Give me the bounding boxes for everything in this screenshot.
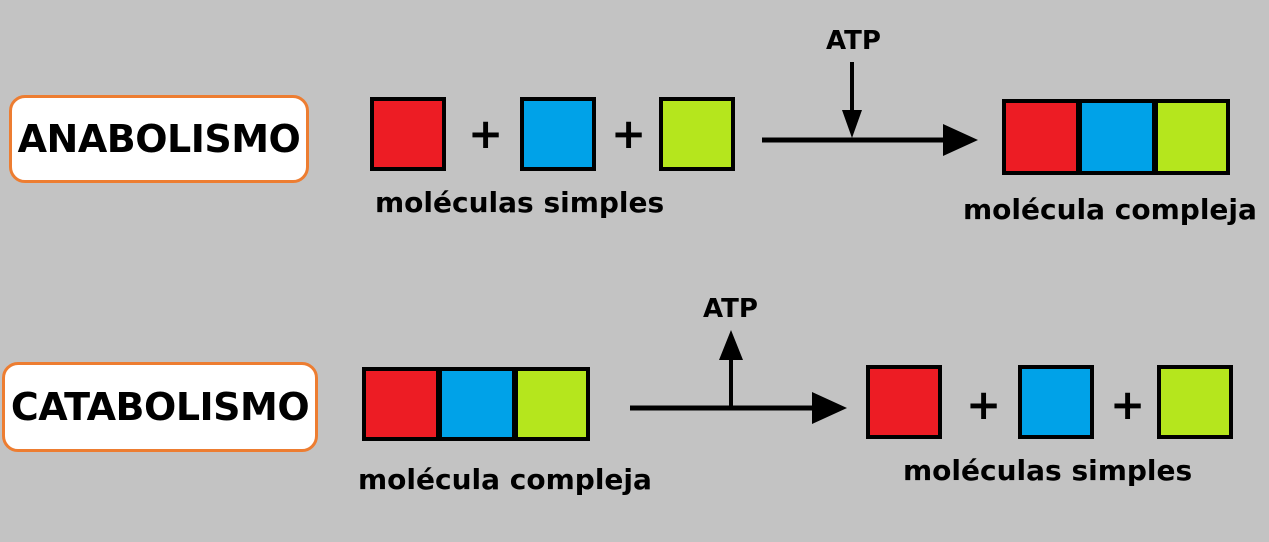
catabolism-green-molecule <box>1157 365 1233 439</box>
catabolism-reaction-arrowhead <box>812 392 847 424</box>
catabolism-reactant-label: molécula compleja <box>358 463 652 496</box>
anabolism-plus-1: + <box>468 109 504 158</box>
anabolism-product-red <box>1002 99 1080 175</box>
catabolism-reactant-green <box>514 367 590 441</box>
anabolism-product-green <box>1154 99 1230 175</box>
catabolism-reactant-blue <box>438 367 516 441</box>
catabolism-atp-arrowhead <box>719 330 743 360</box>
anabolism-reaction-arrowhead <box>943 124 978 156</box>
anabolism-blue-molecule <box>520 97 596 171</box>
catabolism-title: CATABOLISMO <box>10 385 310 429</box>
catabolism-title-box: CATABOLISMO <box>2 362 318 452</box>
anabolism-atp-label: ATP <box>826 26 881 56</box>
catabolism-atp-label: ATP <box>703 294 758 324</box>
catabolism-plus-1: + <box>966 380 1002 429</box>
catabolism-reactant-red <box>362 367 440 441</box>
catabolism-red-molecule <box>866 365 942 439</box>
anabolism-atp-arrowhead <box>842 110 862 138</box>
catabolism-products-label: moléculas simples <box>903 454 1193 487</box>
anabolism-reactants-label: moléculas simples <box>375 186 665 219</box>
anabolism-product-label: molécula compleja <box>963 193 1257 226</box>
anabolism-title-box: ANABOLISMO <box>9 95 309 183</box>
anabolism-product-blue <box>1078 99 1156 175</box>
catabolism-plus-2: + <box>1110 380 1146 429</box>
catabolism-blue-molecule <box>1018 365 1094 439</box>
anabolism-green-molecule <box>659 97 735 171</box>
anabolism-red-molecule <box>370 97 446 171</box>
anabolism-title: ANABOLISMO <box>17 117 301 161</box>
anabolism-plus-2: + <box>611 109 647 158</box>
